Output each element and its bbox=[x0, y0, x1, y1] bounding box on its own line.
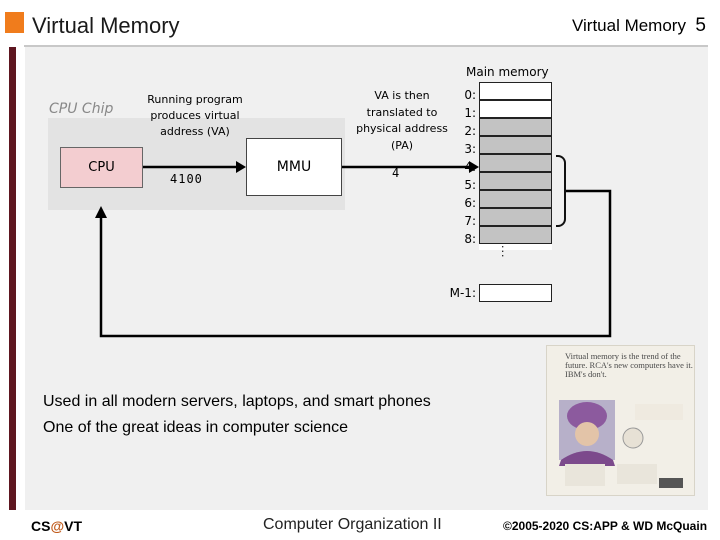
address-label: 8: bbox=[464, 232, 476, 246]
address-label: 1: bbox=[464, 106, 476, 120]
memory-cell-last bbox=[479, 284, 552, 302]
page-title: Virtual Memory bbox=[32, 13, 180, 38]
caption-line-2: One of the great ideas in computer scien… bbox=[43, 419, 349, 436]
mmu-box: MMU bbox=[246, 138, 342, 196]
memory-cell-8 bbox=[479, 226, 552, 244]
memory-cell-2 bbox=[479, 118, 552, 136]
memory-cell-3 bbox=[479, 136, 552, 154]
ad-illustration bbox=[559, 400, 683, 488]
ad-headline: Virtual memory is the trend of the futur… bbox=[565, 351, 693, 379]
footer-course-title: Computer Organization II bbox=[263, 516, 442, 533]
main-memory-title: Main memory bbox=[466, 65, 549, 79]
left-accent-bar bbox=[9, 47, 16, 510]
address-label: 5: bbox=[464, 178, 476, 192]
header-rule bbox=[24, 45, 708, 47]
memory-cell-6 bbox=[479, 190, 552, 208]
cpu-box: CPU bbox=[60, 147, 143, 188]
physical-address-value: 4 bbox=[392, 166, 400, 180]
virtual-address-value: 4100 bbox=[170, 172, 203, 186]
address-label: 0: bbox=[464, 88, 476, 102]
address-label: 2: bbox=[464, 124, 476, 138]
memory-cell-4 bbox=[479, 154, 552, 172]
address-label: 3: bbox=[464, 142, 476, 156]
translation-text: VA is then translated to physical addres… bbox=[356, 89, 448, 152]
slide-header-right: Virtual Memory 5 bbox=[572, 15, 706, 37]
data-word-brace bbox=[556, 155, 566, 227]
footer-copyright: ©2005-2020 CS:APP & WD McQuain bbox=[503, 519, 708, 533]
address-label: 6: bbox=[464, 196, 476, 210]
footer-course-tag: CS@VT bbox=[31, 518, 82, 534]
running-program-text: Running program produces virtual address… bbox=[147, 93, 243, 138]
memory-cell-0 bbox=[479, 82, 552, 100]
caption-line-1: Used in all modern servers, laptops, and… bbox=[43, 393, 431, 410]
cpu-chip-label: CPU Chip bbox=[49, 101, 114, 117]
memory-column bbox=[479, 82, 552, 250]
memory-cell-1 bbox=[479, 100, 552, 118]
address-label-last: M-1: bbox=[449, 286, 476, 300]
caption: Used in all modern servers, laptops, and… bbox=[43, 389, 431, 441]
title-accent-square bbox=[5, 12, 24, 33]
memory-cell-7 bbox=[479, 208, 552, 226]
rca-advertisement-image: Virtual memory is the trend of the futur… bbox=[546, 345, 695, 496]
memory-cell-5 bbox=[479, 172, 552, 190]
slide-heading: Virtual Memory bbox=[571, 16, 686, 35]
slide-number: 5 bbox=[695, 15, 706, 36]
address-label: 7: bbox=[464, 214, 476, 228]
